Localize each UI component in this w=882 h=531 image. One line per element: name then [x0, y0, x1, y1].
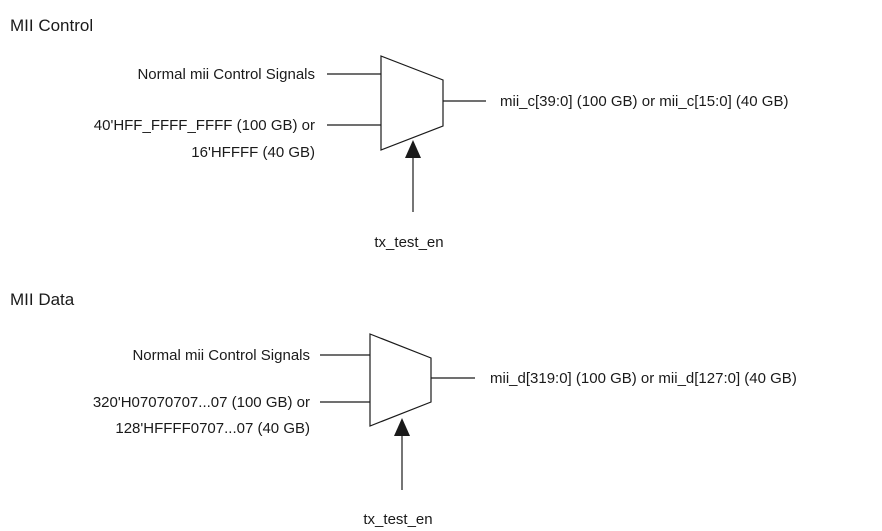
- select-arrow-icon: [394, 418, 410, 436]
- mux-input-bottom-label-line1: 320'H07070707...07 (100 GB) or: [93, 394, 310, 411]
- select-label: tx_test_en: [374, 234, 443, 251]
- mux-input-bottom-label-line2: 128'HFFFF0707...07 (40 GB): [115, 420, 310, 437]
- mux-input-top-label: Normal mii Control Signals: [137, 66, 315, 83]
- mii-data-section: MII Data Normal mii Control Signals 320'…: [10, 290, 797, 528]
- mux-output-label: mii_d[319:0] (100 GB) or mii_d[127:0] (4…: [490, 370, 797, 387]
- multiplexer-shape: [369, 333, 432, 427]
- mux-output-label: mii_c[39:0] (100 GB) or mii_c[15:0] (40 …: [500, 93, 788, 110]
- select-arrow-icon: [405, 140, 421, 158]
- mux-input-bottom-label-line2: 16'HFFFF (40 GB): [191, 144, 315, 161]
- mux-input-top-label: Normal mii Control Signals: [132, 347, 310, 364]
- mii-control-section: MII Control Normal mii Control Signals 4…: [10, 16, 788, 251]
- multiplexer-shape: [380, 55, 444, 151]
- section-title: MII Control: [10, 16, 93, 35]
- section-title: MII Data: [10, 290, 75, 309]
- select-label: tx_test_en: [363, 511, 432, 528]
- mux-input-bottom-label-line1: 40'HFF_FFFF_FFFF (100 GB) or: [94, 117, 315, 134]
